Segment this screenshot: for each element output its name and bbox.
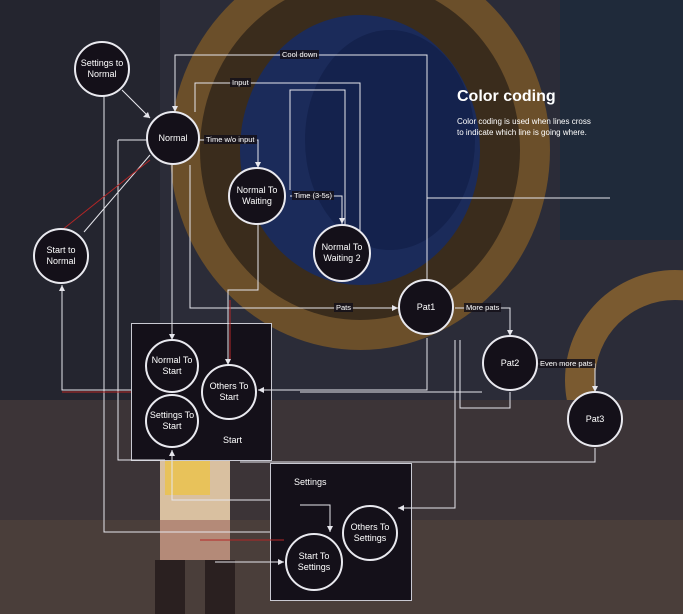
arrowhead (143, 112, 150, 118)
edge-label-input: Input (230, 78, 251, 87)
arrowhead (278, 559, 284, 565)
node-normal-to-waiting-2: Normal To Waiting 2 (313, 224, 371, 282)
highlight-lines (61, 159, 284, 541)
edge-highlight-start-normal (61, 159, 151, 231)
arrowhead (172, 106, 178, 112)
edge-left-vertical (117, 139, 165, 461)
edge-more-pats (455, 307, 511, 336)
node-normal-to-waiting: Normal To Waiting (228, 167, 286, 225)
node-normal-to-start: Normal To Start (145, 339, 199, 393)
edge-start-to-normal (61, 285, 131, 391)
color-coding-legend: Color coding Color coding is used when l… (457, 88, 597, 138)
edge-time-3-5s (290, 195, 343, 224)
edge-label-even-more-pats: Even more pats (538, 359, 595, 368)
arrowhead (392, 305, 398, 311)
arrowhead (169, 450, 175, 456)
edge-settings-to-start (171, 450, 270, 501)
legend-body: Color coding is used when lines cross to… (457, 117, 591, 137)
arrowhead (169, 334, 175, 340)
arrowhead (258, 387, 264, 393)
edge-start-to-normal-2 (83, 154, 151, 233)
arrowhead (225, 359, 231, 365)
node-pat1: Pat1 (398, 279, 454, 335)
node-settings-to-normal: Settings to Normal (74, 41, 130, 97)
arrowhead (507, 330, 513, 336)
node-others-to-settings: Others To Settings (342, 505, 398, 561)
edge-pat2-return (459, 340, 511, 409)
edge-to-others-to-settings (300, 504, 331, 532)
edge-pats (189, 165, 398, 309)
arrowhead (592, 386, 598, 392)
edge-left-outer (103, 95, 270, 533)
edge-label-pats: Pats (334, 303, 354, 312)
arrowheads (59, 106, 598, 565)
node-others-to-start: Others To Start (201, 364, 257, 420)
edge-input (194, 82, 361, 235)
connection-lines (61, 54, 610, 563)
node-settings-to-start: Settings To Start (145, 394, 199, 448)
arrowhead (398, 505, 404, 511)
node-pat3: Pat3 (567, 391, 623, 447)
edge-pat3-return (240, 448, 596, 463)
start-panel-label: Start (223, 435, 243, 445)
edge-label-cool-down: Cool down (280, 50, 320, 59)
edge-even-more-pats (538, 363, 596, 392)
settings-panel-label: Settings (294, 477, 327, 487)
node-start-to-normal: Start to Normal (33, 228, 89, 284)
node-normal: Normal (146, 111, 200, 165)
arrowhead (59, 285, 65, 291)
edge-others-return (258, 338, 428, 391)
edge-label-more-pats: More pats (464, 303, 502, 312)
edge-waiting-to-others (227, 224, 259, 365)
arrowhead (327, 526, 333, 532)
edge-time-without-input (196, 139, 259, 168)
edge-input-2 (289, 89, 346, 265)
edge-settings-to-normal (121, 89, 151, 119)
node-pat2: Pat2 (482, 335, 538, 391)
node-start-to-settings: Start To Settings (285, 533, 343, 591)
edge-label-time-without-input: Time w/o input (204, 135, 257, 144)
edge-label-time-3-5s: Time (3-5s) (292, 191, 335, 200)
arrowhead (339, 218, 345, 224)
edge-right-down (398, 340, 456, 509)
arrowhead (255, 162, 261, 168)
legend-title: Color coding (457, 88, 556, 105)
